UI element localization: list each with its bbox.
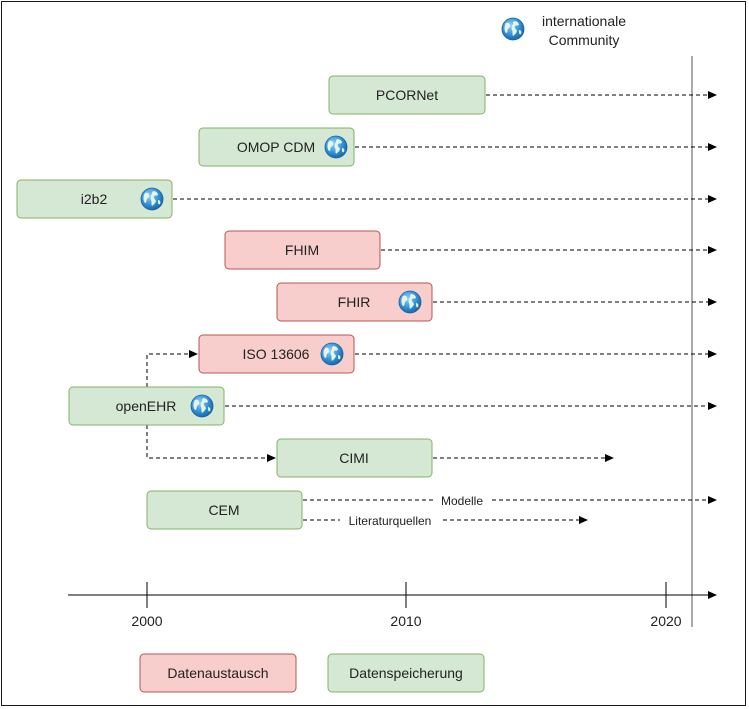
legend-exchange-label: Datenaustausch	[167, 665, 268, 681]
legend-datenspeicherung: Datenspeicherung	[327, 653, 485, 693]
box-iso13606-label: ISO 13606	[243, 346, 310, 362]
box-iso13606: ISO 13606	[198, 334, 355, 374]
box-openehr-label: openEHR	[116, 398, 177, 414]
connector-openehr-cimi	[146, 425, 276, 462]
connector-openehr-iso13606	[146, 350, 198, 387]
globe-icon	[320, 342, 344, 366]
tick-label-2010: 2010	[390, 613, 421, 629]
globe-icon	[190, 394, 214, 418]
legend-storage-label: Datenspeicherung	[349, 665, 463, 681]
tick-label-2020: 2020	[650, 613, 681, 629]
box-openehr: openEHR	[68, 386, 225, 426]
globe-icon	[140, 187, 164, 211]
box-omop-label: OMOP CDM	[237, 139, 315, 155]
box-i2b2: i2b2	[16, 179, 173, 219]
box-fhir-label: FHIR	[338, 294, 371, 310]
globe-icon	[324, 135, 348, 159]
box-omop-cdm: OMOP CDM	[198, 127, 355, 167]
box-pcornet: PCORNet	[328, 75, 486, 115]
box-cimi: CIMI	[276, 438, 433, 478]
legend-datenaustausch: Datenaustausch	[139, 653, 297, 693]
box-fhir: FHIR	[276, 282, 433, 322]
box-cem: CEM	[146, 490, 303, 530]
tick-label-2000: 2000	[131, 613, 162, 629]
box-fhim: FHIM	[224, 230, 381, 270]
box-pcornet-label: PCORNet	[376, 87, 438, 103]
modelle-label-bg	[435, 493, 489, 508]
legend-community-line1: internationale	[542, 13, 626, 29]
globe-icon	[398, 290, 422, 314]
box-fhim-label: FHIM	[285, 242, 319, 258]
literaturquellen-label-bg	[340, 513, 441, 528]
box-cimi-label: CIMI	[339, 450, 369, 466]
box-cem-label: CEM	[208, 502, 239, 518]
label-literaturquellen: Literaturquellen	[349, 514, 432, 528]
box-i2b2-label: i2b2	[81, 191, 108, 207]
label-modelle: Modelle	[441, 494, 483, 508]
legend-community-line2: Community	[549, 32, 620, 48]
globe-icon	[501, 17, 525, 41]
